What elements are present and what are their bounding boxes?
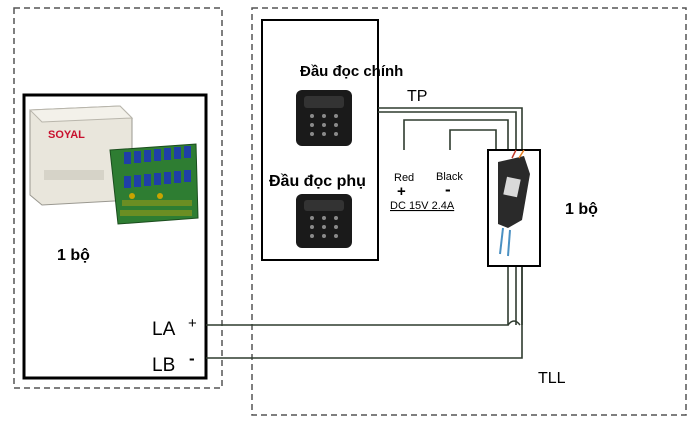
wiring (206, 107, 523, 359)
main-reader-device (296, 90, 352, 146)
right-count-label: 1 bộ (565, 201, 598, 218)
right-unit-device (498, 149, 530, 257)
controller-image: SOYAL (28, 105, 199, 225)
left-dashed-enclosure (13, 7, 223, 389)
tll-label: TLL (538, 370, 566, 387)
red-sign: + (397, 183, 406, 200)
terminal-la-label: LA (152, 319, 176, 340)
terminal-lb-sign: - (189, 349, 195, 368)
brand-label: SOYAL (48, 129, 85, 141)
main-reader-label: Đầu đọc chính (300, 63, 403, 80)
black-label: Black (436, 171, 463, 183)
tp-label: TP (407, 88, 427, 105)
left-count-label: 1 bộ (57, 247, 90, 264)
sub-reader-device (296, 194, 352, 248)
sub-reader-label: Đầu đọc phụ (269, 173, 366, 190)
black-sign: - (445, 180, 451, 199)
terminal-lb-label: LB (152, 355, 175, 376)
terminal-la-sign: + (188, 315, 197, 332)
power-spec-label: DC 15V 2.4A (390, 200, 455, 212)
red-label: Red (394, 172, 414, 184)
